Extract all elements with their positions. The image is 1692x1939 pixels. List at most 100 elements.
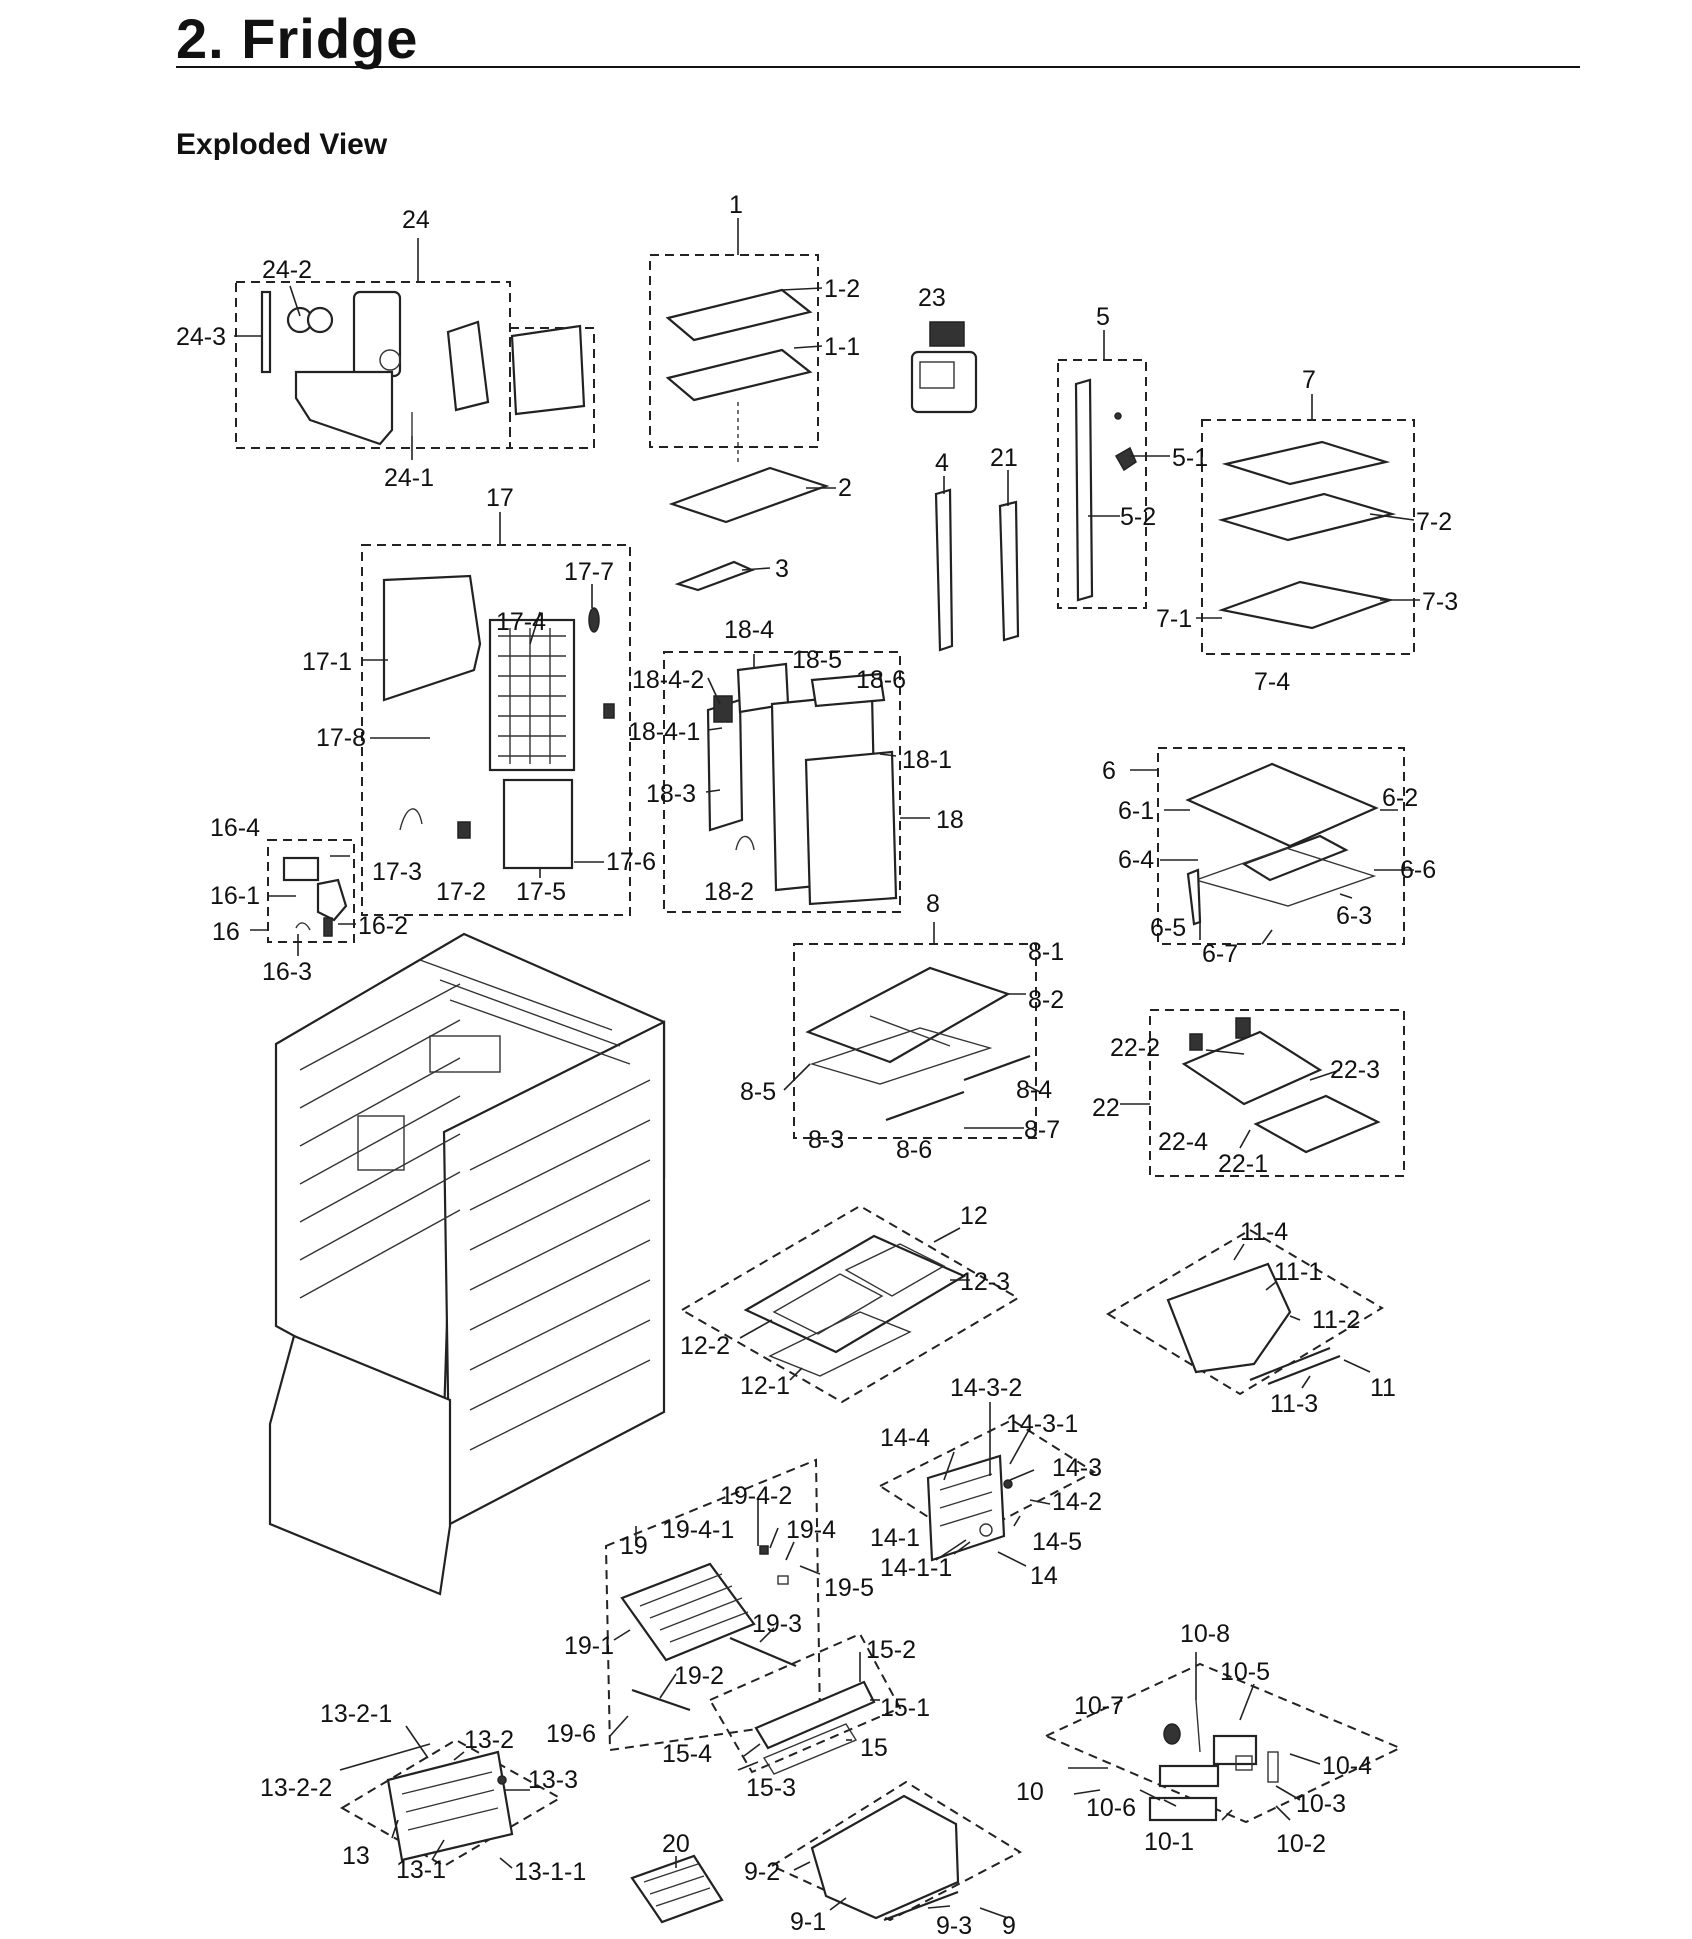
callout-label: 20 [662, 1830, 690, 1858]
callout-label: 17-7 [564, 558, 614, 586]
callout-label: 8-6 [896, 1136, 932, 1164]
callout-label: 19-5 [824, 1574, 874, 1602]
callout-label: 19 [620, 1532, 648, 1560]
part-24-ice-bucket-assembly [260, 290, 586, 446]
callout-label: 24 [402, 206, 430, 234]
callout-label: 14-2 [1052, 1488, 1102, 1516]
callout-label: 9 [1002, 1912, 1016, 1939]
callout-label: 11-1 [1274, 1258, 1322, 1286]
callout-label: 12-2 [680, 1332, 730, 1360]
callout-label: 10 [1016, 1778, 1044, 1806]
callout-label: 9-1 [790, 1908, 826, 1936]
callout-label: 1 [729, 191, 743, 219]
callout-label: 19-4-1 [662, 1516, 734, 1544]
callout-label: 10-5 [1220, 1658, 1270, 1686]
callout-label: 13 [342, 1842, 370, 1870]
part-10-dispenser-parts [1148, 1699, 1279, 1822]
callout-label: 17-8 [316, 724, 366, 752]
callout-label: 14-4 [880, 1424, 930, 1452]
callout-label: 11-2 [1312, 1306, 1360, 1334]
part-12-shelf [743, 1234, 967, 1377]
callout-label: 12 [960, 1202, 988, 1230]
callout-label: 18 [936, 806, 964, 834]
callout-label: 18-5 [792, 646, 842, 674]
callout-label: 16-2 [358, 912, 408, 940]
callout-label: 13-1 [396, 1856, 446, 1884]
callout-label: 15-4 [662, 1740, 712, 1768]
callout-label: 3 [775, 555, 789, 583]
callout-label: 22-4 [1158, 1128, 1208, 1156]
callout-label: 19-6 [546, 1720, 596, 1748]
callout-label: 10-1 [1144, 1828, 1194, 1856]
part-23-module [910, 321, 978, 414]
leader-lines [234, 218, 1420, 1919]
callout-label: 19-3 [752, 1610, 802, 1638]
callout-label: 10-8 [1180, 1620, 1230, 1648]
callout-label: 18-4-2 [632, 666, 704, 694]
callout-label: 6 [1102, 757, 1116, 785]
callout-label: 7-2 [1416, 508, 1452, 536]
part-7-shelf [1217, 440, 1397, 630]
part-4-21-rails [934, 488, 1020, 652]
part-2-3-trays [668, 466, 830, 592]
callout-label: 13-2 [464, 1726, 514, 1754]
callout-label: 6-2 [1382, 784, 1418, 812]
callout-label: 15-2 [866, 1636, 916, 1664]
part-19-tray [620, 1545, 797, 1712]
callout-label: 11-4 [1240, 1218, 1288, 1246]
callout-label: 7-1 [1156, 605, 1192, 633]
callout-label: 10-4 [1322, 1752, 1372, 1780]
part-1-cover-assembly [665, 288, 813, 464]
callout-label: 24-1 [384, 464, 434, 492]
callout-label: 9-3 [936, 1912, 972, 1939]
callout-label: 23 [918, 284, 946, 312]
callout-label: 13-2-1 [320, 1700, 392, 1728]
callout-label: 22-2 [1110, 1034, 1160, 1062]
callout-labels: 1 1-1 1-2 2 3 4 5 5-1 5-2 6 6-1 6-2 6-3 … [176, 191, 1458, 1939]
callout-label: 17-5 [516, 878, 566, 906]
part-16-drain-heater [282, 856, 348, 937]
callout-label: 6-7 [1202, 940, 1238, 968]
callout-label: 8-4 [1016, 1076, 1052, 1104]
title-rule [176, 66, 1580, 68]
callout-label: 8-1 [1028, 938, 1064, 966]
callout-label: 15-3 [746, 1774, 796, 1802]
callout-label: 18-6 [856, 666, 906, 694]
callout-label: 10-7 [1074, 1692, 1124, 1720]
callout-label: 4 [935, 449, 949, 477]
callout-label: 12-3 [960, 1268, 1010, 1296]
callout-label: 7-4 [1254, 668, 1290, 696]
callout-label: 8 [926, 890, 940, 918]
callout-label: 10-2 [1276, 1830, 1326, 1858]
part-11-drawer [1166, 1262, 1341, 1386]
callout-label: 1-1 [824, 333, 860, 361]
callout-label: 19-2 [674, 1662, 724, 1690]
callout-label: 1-2 [824, 275, 860, 303]
callout-label: 5-1 [1172, 444, 1208, 472]
callout-label: 6-5 [1150, 914, 1186, 942]
callout-label: 6-4 [1118, 846, 1154, 874]
callout-label: 16 [212, 918, 240, 946]
callout-label: 24-3 [176, 323, 226, 351]
part-22-tray [1181, 1017, 1381, 1154]
callout-label: 2 [838, 474, 852, 502]
callout-label: 14-1-1 [880, 1554, 952, 1582]
callout-label: 22-3 [1330, 1056, 1380, 1084]
callout-label: 14-1 [870, 1524, 920, 1552]
callout-label: 14-3-2 [950, 1374, 1022, 1402]
callout-label: 17-3 [372, 858, 422, 886]
callout-label: 14-3 [1052, 1454, 1102, 1482]
callout-label: 6-1 [1118, 797, 1154, 825]
callout-label: 18-3 [646, 780, 696, 808]
callout-label: 5 [1096, 303, 1110, 331]
callout-label: 17-1 [302, 648, 352, 676]
callout-label: 13-3 [528, 1766, 578, 1794]
part-13-control-panel [386, 1750, 514, 1862]
callout-label: 19-4-2 [720, 1482, 792, 1510]
part-18-duct-assembly [706, 662, 898, 906]
page-title: 2. Fridge [176, 7, 419, 70]
callout-label: 13-1-1 [514, 1858, 586, 1886]
callout-label: 21 [990, 444, 1018, 472]
part-15-cover [754, 1680, 876, 1775]
